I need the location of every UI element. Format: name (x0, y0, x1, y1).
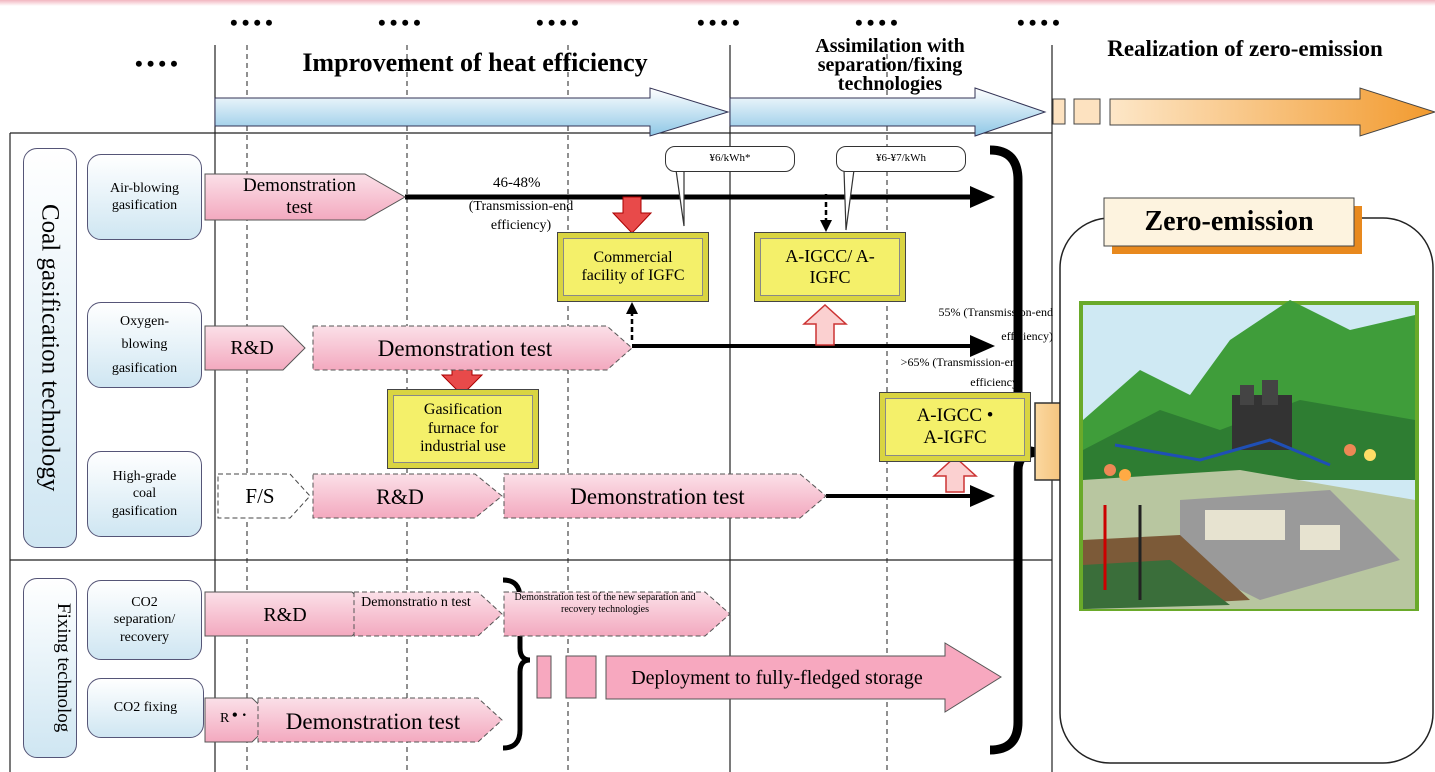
stage-new-tech-demonstration: Demonstration test of the new separation… (514, 592, 696, 615)
top-band (0, 0, 1435, 6)
callout-cost-6-7: ¥6-¥7/kWh (836, 146, 966, 172)
box-commercial-igfc-label: Commercial facility of IGFC (581, 248, 685, 284)
box-aigcc-aigfc-2-label: A-IGCC • A-IGFC (916, 405, 994, 448)
phase-title-heat-efficiency: Improvement of heat efficiency (302, 48, 648, 77)
zero-emission-title: Zero-emission (1144, 206, 1314, 237)
box-gasification-furnace-label: Gasification furnace for industrial use (420, 401, 506, 456)
stage-air-demonstration: Demonstration test (243, 175, 356, 218)
box-aigcc-aigfc-label: A-IGCC/ A-IGFC (785, 246, 875, 287)
stage-fixing-rd: R (220, 711, 230, 726)
stage-co2-demonstration: Demonstratio n test (361, 595, 471, 610)
row-co2-fixing: CO2 fixing (87, 678, 204, 738)
dots-2: •••• (378, 10, 425, 35)
callout-cost-6: ¥6/kWh* (665, 146, 795, 172)
dots-4: •••• (697, 10, 744, 35)
dots-1: •••• (230, 10, 277, 35)
dots-0: •••• (135, 51, 182, 76)
stage-oxygen-demonstration: Demonstration test (377, 336, 553, 361)
label-eff-46-48-note: (Transmission-end efficiency) (468, 199, 574, 233)
group-coal-gasification-label: Coal gasification technology (36, 204, 64, 492)
row-oxygen-blowing-label: Oxygen-blowing gasification (111, 314, 178, 376)
row-co2-separation: CO2 separation/ recovery (87, 580, 202, 660)
stage-co2-rd: R&D (263, 604, 307, 626)
row-high-grade-label: High-grade coal gasification (111, 468, 178, 519)
box-aigcc-aigfc-2: A-IGCC • A-IGFC (879, 392, 1031, 462)
label-eff-46-48: 46-48% (493, 175, 541, 191)
group-coal-gasification: Coal gasification technology (23, 148, 77, 548)
stage-highgrade-fs: F/S (245, 484, 275, 508)
dots-6: •••• (1017, 10, 1064, 35)
row-co2-separation-label: CO2 separation/ recovery (113, 594, 176, 645)
box-aigcc-aigfc: A-IGCC/ A-IGFC (754, 232, 906, 302)
row-high-grade: High-grade coal gasification (87, 451, 202, 537)
phase-title-assimilation: Assimilation with separation/fixing tech… (815, 35, 965, 95)
row-air-blowing: Air-blowing gasification (87, 154, 202, 240)
dots-5: •••• (855, 10, 902, 35)
stage-fixing-demonstration: Demonstration test (285, 709, 461, 734)
label-eff-65: >65% (Transmission-end efficiency) (900, 355, 1022, 390)
stage-highgrade-rd: R&D (376, 484, 424, 509)
row-oxygen-blowing: Oxygen-blowing gasification (87, 302, 202, 388)
row-air-blowing-label: Air-blowing gasification (110, 180, 179, 214)
box-commercial-igfc: Commercial facility of IGFC (557, 232, 709, 302)
row-co2-fixing-label: CO2 fixing (113, 700, 178, 716)
stage-fixing-rd-ellipsis: • · (232, 707, 247, 724)
group-fixing: Fixing technolog (23, 578, 77, 758)
zero-emission-illustration (1081, 303, 1417, 609)
label-eff-55: 55% (Transmission-end efficiency) (938, 305, 1053, 343)
dots-3: •••• (536, 10, 583, 35)
box-gasification-furnace: Gasification furnace for industrial use (387, 389, 539, 469)
stage-oxygen-rd: R&D (230, 337, 274, 359)
stage-highgrade-demonstration: Demonstration test (570, 484, 745, 509)
stage-deployment: Deployment to fully-fledged storage (631, 667, 923, 689)
group-fixing-label: Fixing technolog (53, 603, 74, 733)
phase-title-zero-emission: Realization of zero-emission (1107, 36, 1383, 61)
